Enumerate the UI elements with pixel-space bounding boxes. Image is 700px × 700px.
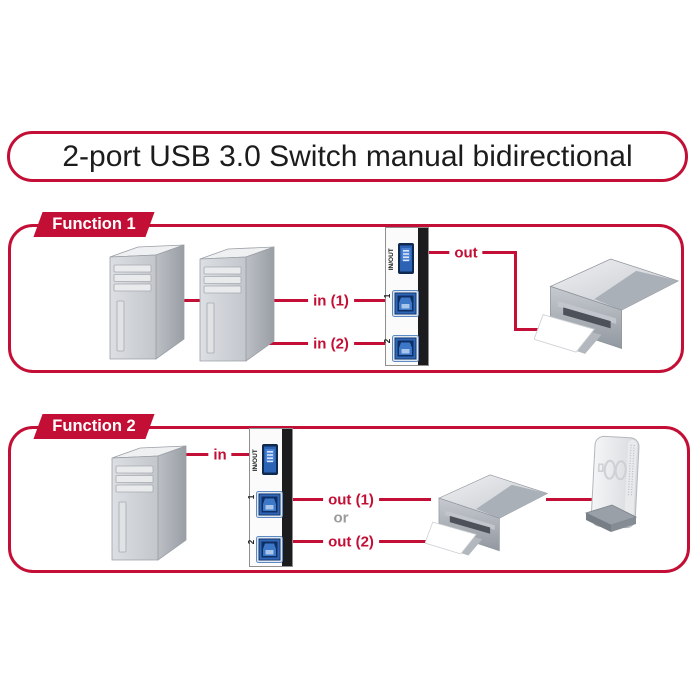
external-hard-drive-icon: [581, 434, 653, 536]
page-title: 2-port USB 3.0 Switch manual bidirection…: [62, 139, 633, 173]
printer-icon: [533, 246, 680, 356]
in-label: in: [208, 446, 232, 464]
cable-out-line-vertical: [514, 251, 517, 331]
port1-label: 1: [383, 293, 392, 299]
out1-label: out (1): [323, 491, 379, 509]
switch-side-strip: [282, 429, 292, 566]
out2-label: out (2): [323, 533, 379, 551]
cable-out-line-bottom: [514, 328, 550, 331]
port1-label: 1: [247, 494, 256, 500]
function2-banner: Function 2: [33, 414, 155, 439]
function1-panel: [8, 224, 684, 373]
function1-banner: Function 1: [33, 212, 155, 237]
port2-label: 2: [247, 539, 256, 545]
port2-label: 2: [383, 338, 392, 344]
out-label: out: [449, 244, 483, 262]
function1-banner-label: Function 1: [52, 215, 136, 233]
switch-side-strip: [418, 228, 428, 365]
usb-a-port-icon: [262, 444, 278, 475]
or-label: or: [328, 509, 354, 527]
computer-tower-icon: [108, 241, 188, 361]
printer-icon: [424, 464, 549, 557]
usb-switch-icon: IN/OUT 1 2: [383, 227, 429, 366]
usb-b-port-icon: [256, 491, 283, 518]
cable-out1-line-right: [546, 498, 594, 501]
function2-banner-label: Function 2: [52, 417, 136, 435]
function2-panel: [8, 426, 690, 573]
port-inout-label: IN/OUT: [251, 449, 259, 472]
in1-label: in (1): [308, 292, 354, 310]
usb-b-port-icon: [256, 536, 283, 563]
cable-in1-line: [183, 299, 392, 302]
usb-b-port-icon: [392, 335, 419, 362]
usb-switch-icon: IN/OUT 1 2: [247, 428, 293, 567]
computer-tower-icon: [198, 243, 278, 363]
title-banner: 2-port USB 3.0 Switch manual bidirection…: [7, 131, 688, 182]
port-inout-label: IN/OUT: [387, 248, 395, 271]
usb-b-port-icon: [392, 290, 419, 317]
computer-tower-icon: [110, 442, 190, 562]
usb-a-port-icon: [398, 243, 414, 274]
in2-label: in (2): [308, 335, 354, 353]
